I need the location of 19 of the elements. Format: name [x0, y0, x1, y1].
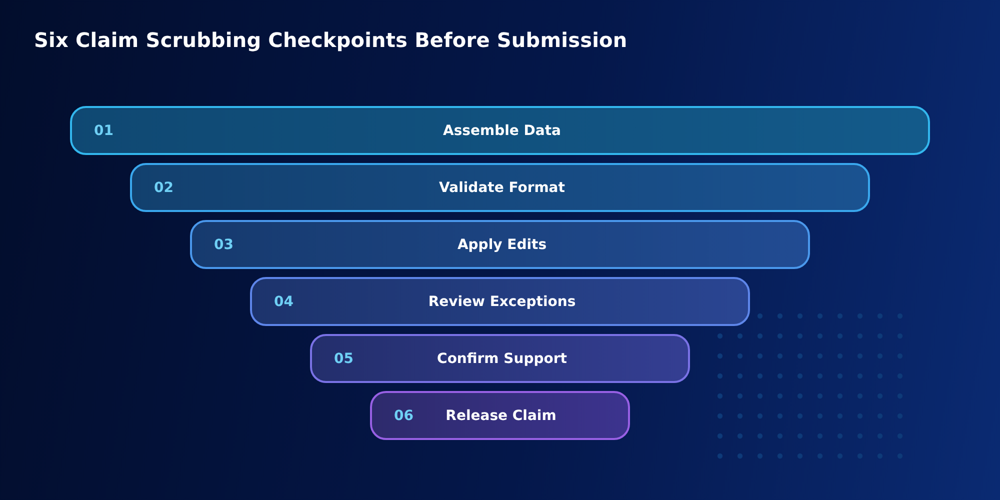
step-number: 01	[94, 122, 114, 138]
step-band	[310, 334, 690, 383]
step-number: 02	[154, 180, 174, 196]
step-band	[70, 106, 930, 155]
step-band	[370, 391, 630, 440]
step-number: 05	[334, 350, 354, 366]
step-band	[130, 163, 870, 212]
title: Six Claim Scrubbing Checkpoints Before Submission	[34, 28, 628, 52]
step-number: 03	[214, 236, 234, 252]
step-label: Confirm Support	[437, 350, 567, 366]
step-label: Validate Format	[439, 180, 565, 196]
step-band	[190, 220, 810, 269]
step-label: Release Claim	[446, 408, 556, 424]
step-number: 06	[394, 408, 414, 424]
step-label: Review Exceptions	[428, 294, 576, 310]
step-band	[250, 277, 750, 326]
step-label: Apply Edits	[457, 236, 547, 252]
step-label: Assemble Data	[443, 122, 561, 138]
step-number: 04	[274, 294, 294, 310]
